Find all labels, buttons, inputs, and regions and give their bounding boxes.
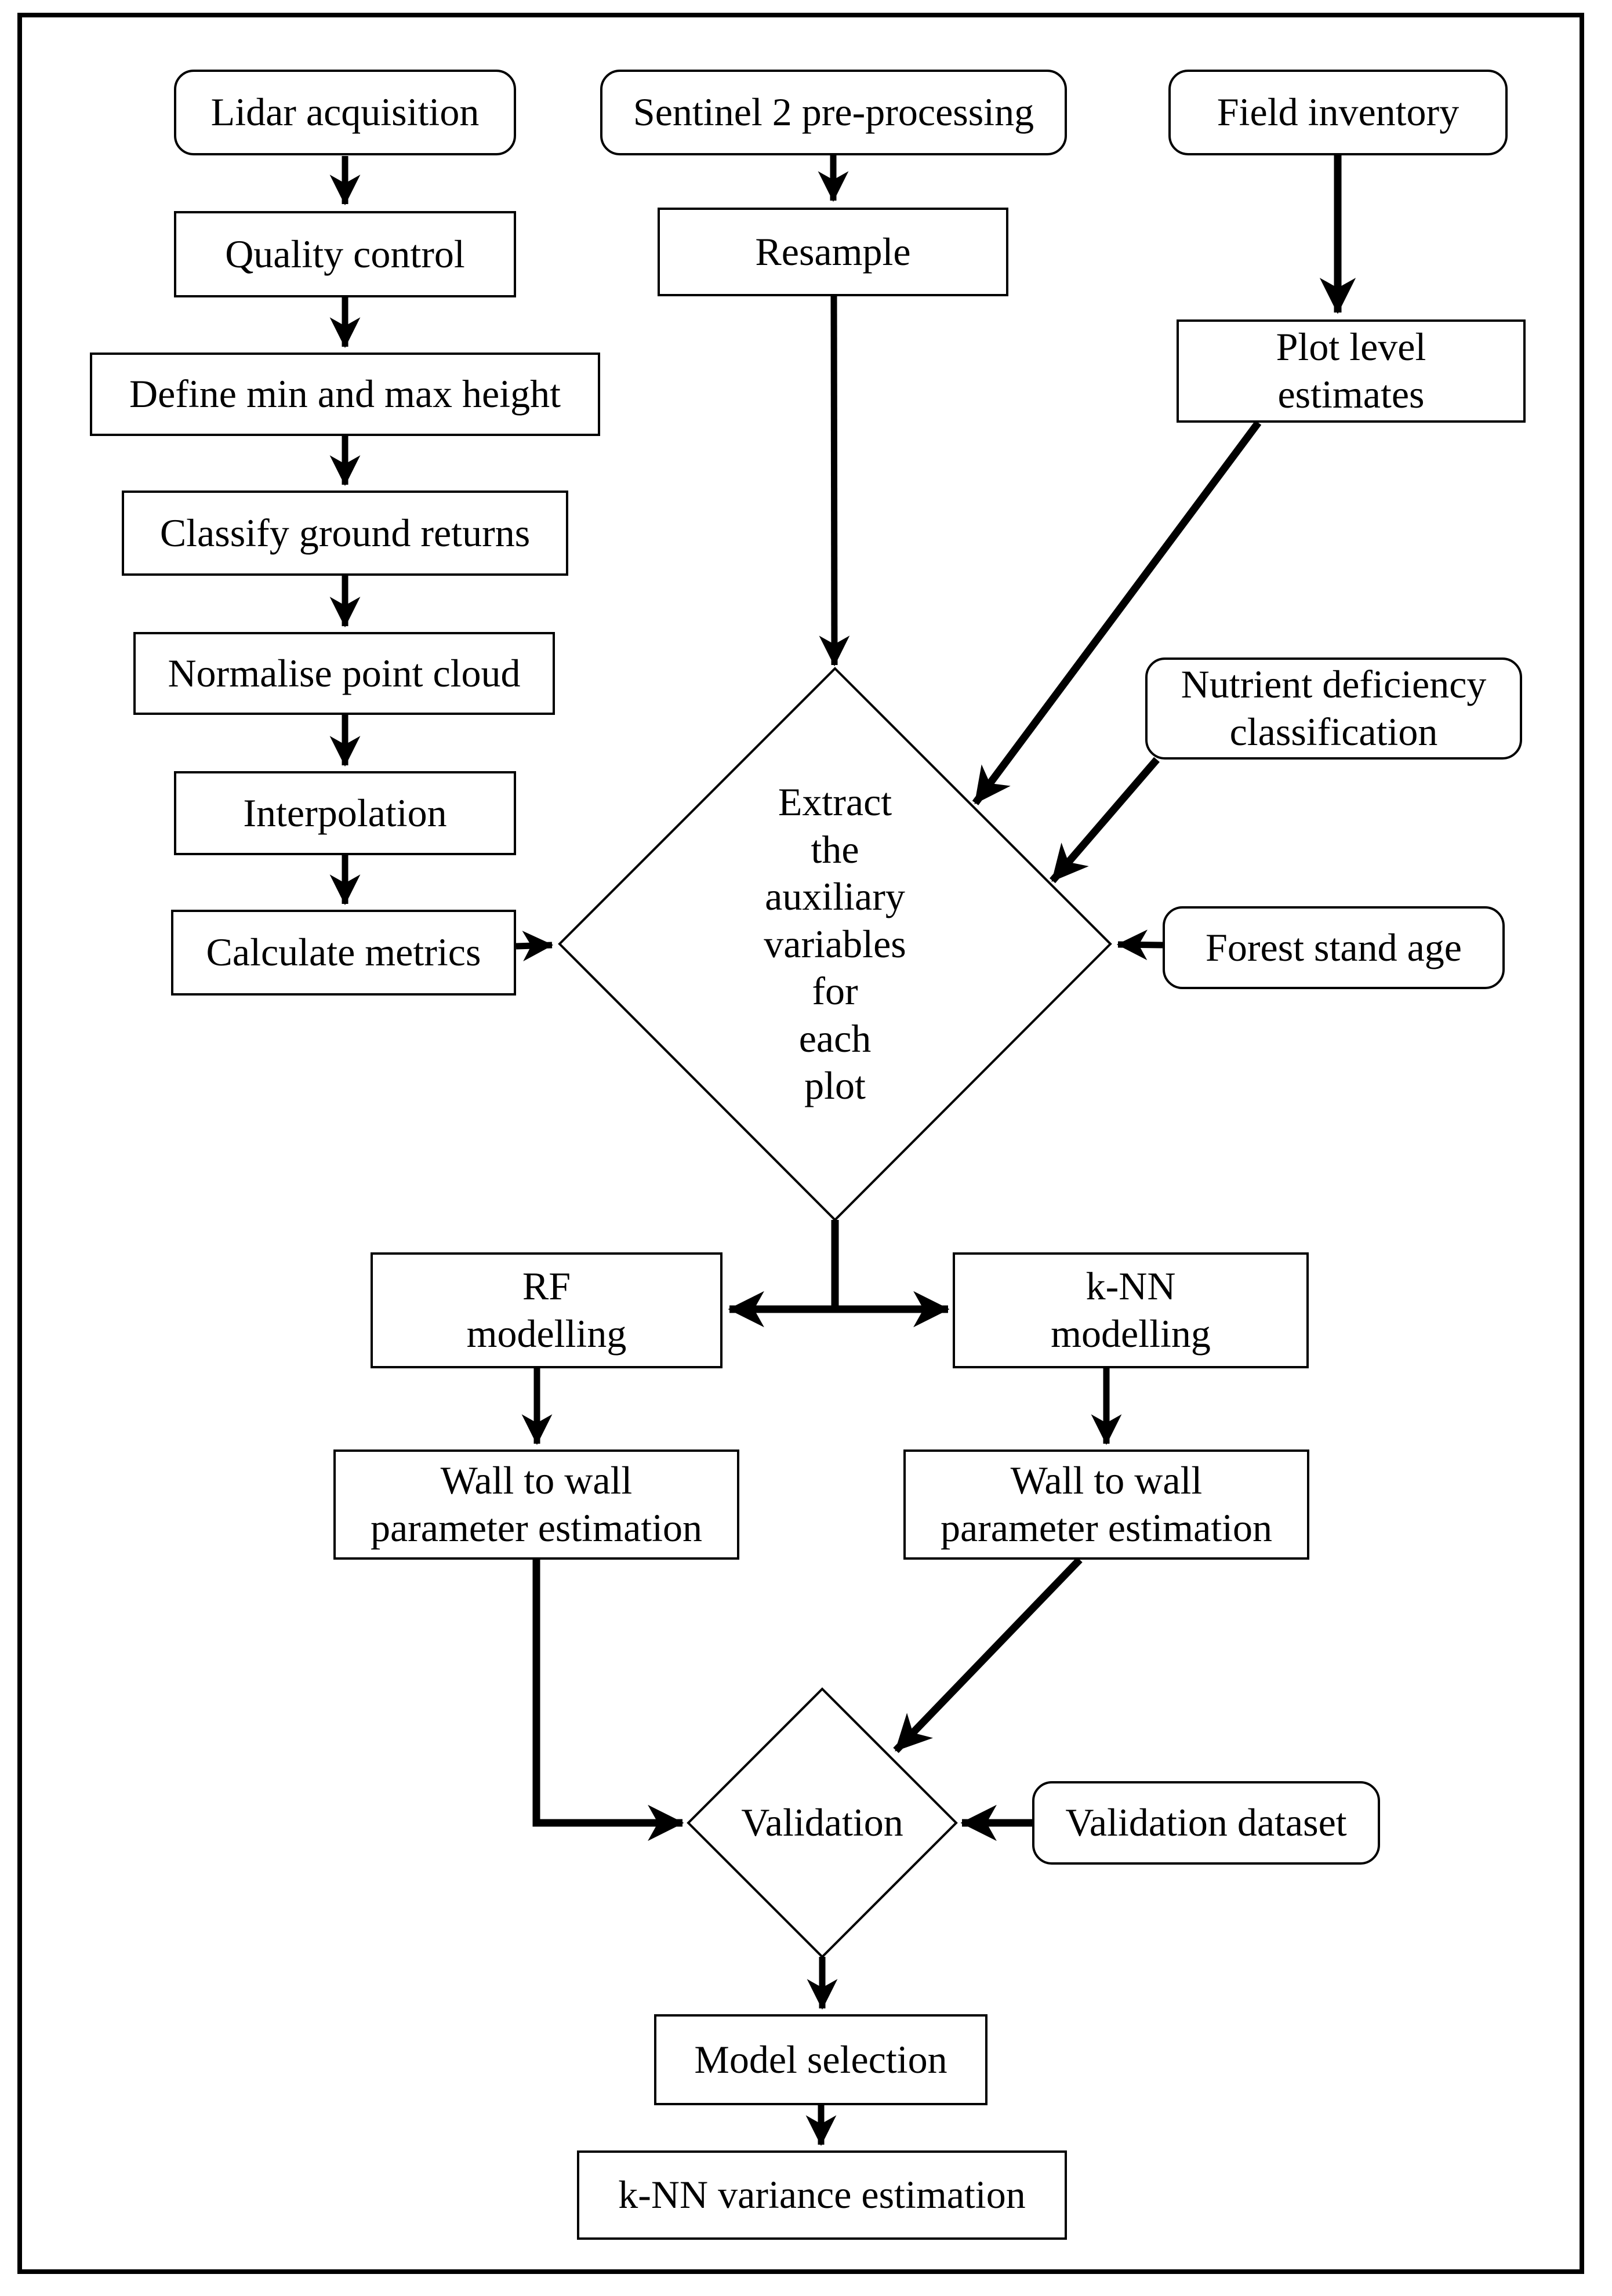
node-define-min-max-height: Define min and max height bbox=[90, 353, 600, 436]
arrow-nutrient-to-extract bbox=[1050, 757, 1160, 884]
node-validation-dataset: Validation dataset bbox=[1032, 1781, 1380, 1865]
node-wall-to-wall-knn: Wall to wall parameter estimation bbox=[903, 1449, 1309, 1560]
arrow-calculate-to-extract bbox=[515, 931, 554, 962]
arrow-plot-to-extract bbox=[972, 420, 1262, 805]
node-quality-control: Quality control bbox=[174, 211, 516, 297]
extract-diamond-shape bbox=[558, 667, 1112, 1222]
node-model-selection: Model selection bbox=[654, 2014, 987, 2105]
node-knn-modelling: k-NN modelling bbox=[953, 1252, 1309, 1368]
arrow-wall-rf-to-validation bbox=[532, 1560, 684, 1841]
arrow-wall-knn-to-validation bbox=[893, 1557, 1083, 1753]
figure-border bbox=[17, 13, 1584, 2274]
node-plot-level-estimates: Plot level estimates bbox=[1177, 319, 1526, 423]
node-wall-to-wall-rf: Wall to wall parameter estimation bbox=[333, 1449, 739, 1560]
node-normalise-point-cloud: Normalise point cloud bbox=[133, 632, 555, 715]
node-calculate-metrics: Calculate metrics bbox=[171, 910, 516, 996]
node-knn-variance-estimation: k-NN variance estimation bbox=[577, 2150, 1067, 2240]
arrow-forest-to-extract bbox=[1116, 929, 1163, 961]
node-field-inventory: Field inventory bbox=[1168, 70, 1508, 155]
node-nutrient-deficiency-classification: Nutrient deficiency classification bbox=[1145, 657, 1522, 760]
node-interpolation: Interpolation bbox=[174, 771, 516, 855]
node-classify-ground-returns: Classify ground returns bbox=[122, 491, 568, 576]
node-resample: Resample bbox=[658, 208, 1008, 296]
node-forest-stand-age: Forest stand age bbox=[1163, 906, 1505, 989]
node-sentinel-2-pre-processing: Sentinel 2 pre-processing bbox=[600, 70, 1067, 155]
node-rf-modelling: RF modelling bbox=[371, 1252, 723, 1368]
node-lidar-acquisition: Lidar acquisition bbox=[174, 70, 516, 155]
